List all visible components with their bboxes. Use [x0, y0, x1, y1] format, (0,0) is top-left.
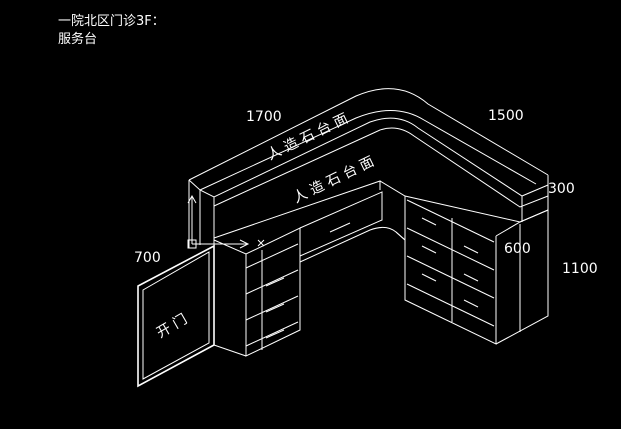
dimension-door-width: 700 — [134, 250, 161, 266]
top-surface-label-inner: 人 造 石 台 面 — [291, 154, 377, 207]
drawing-title: 一院北区门诊3F： — [58, 14, 165, 29]
dimension-lower-depth: 600 — [504, 241, 531, 257]
drawing-subtitle: 服务台 — [58, 32, 98, 47]
dimension-total-height: 1100 — [562, 261, 598, 277]
door-label: 开 门 — [154, 311, 190, 341]
right-desk-section — [395, 196, 549, 345]
left-desk-section — [213, 191, 406, 357]
dimension-left-length: 1700 — [246, 109, 282, 125]
axis-marker — [187, 194, 265, 249]
upper-counter — [188, 88, 549, 248]
dimension-right-length: 1500 — [488, 108, 524, 124]
dimension-upper-height: 300 — [548, 181, 575, 197]
open-door — [137, 244, 215, 388]
